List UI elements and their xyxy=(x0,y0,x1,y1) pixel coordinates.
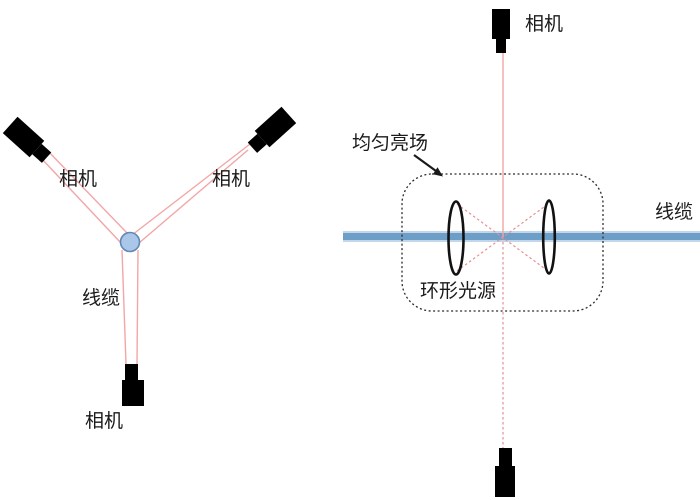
beam-line xyxy=(136,249,139,365)
camera-icon xyxy=(495,448,515,497)
bright-field-box xyxy=(401,173,604,312)
camera-label-top: 相机 xyxy=(525,13,563,35)
beam-line xyxy=(40,157,122,244)
arrow-shaft xyxy=(413,154,437,172)
beam-line xyxy=(131,140,255,236)
camera-label-top-right: 相机 xyxy=(212,168,250,190)
camera-lens xyxy=(247,133,267,153)
annotation-arrow-icon xyxy=(413,154,443,177)
camera-label-top-left: 相机 xyxy=(59,168,97,190)
ring-light-label: 环形光源 xyxy=(420,280,496,302)
camera-body xyxy=(254,106,297,148)
camera-icon xyxy=(122,364,144,406)
cable-label-left-view: 线缆 xyxy=(82,287,120,309)
camera-body xyxy=(122,380,144,406)
camera-icon xyxy=(247,106,297,153)
uniform-bright-field-label: 均匀亮场 xyxy=(352,132,428,154)
camera-lens xyxy=(496,38,506,53)
beam-line xyxy=(46,149,130,236)
cable-cross-section xyxy=(119,231,141,253)
camera-lens xyxy=(32,143,52,163)
ring-light-rays xyxy=(456,203,549,448)
beam-line xyxy=(138,149,249,244)
camera-icon xyxy=(2,116,52,163)
camera-body xyxy=(492,9,510,39)
camera-icon xyxy=(492,9,510,53)
left-view-three-camera-setup: 相机 相机 线缆 相机 xyxy=(2,106,297,432)
camera-body xyxy=(2,116,45,158)
camera-lens xyxy=(125,364,138,381)
camera-view-beams xyxy=(40,140,255,365)
camera-lens xyxy=(499,448,512,467)
beam-line xyxy=(121,249,127,365)
arrow-head xyxy=(432,167,443,177)
camera-label-bottom: 相机 xyxy=(85,410,123,432)
ring-light-right xyxy=(541,199,557,275)
cable-label-right-view: 线缆 xyxy=(655,201,693,223)
right-view-ring-light-setup: 相机 均匀亮场 线缆 环形光源 xyxy=(343,9,700,497)
ring-light-left xyxy=(447,200,465,276)
camera-body xyxy=(495,466,515,497)
